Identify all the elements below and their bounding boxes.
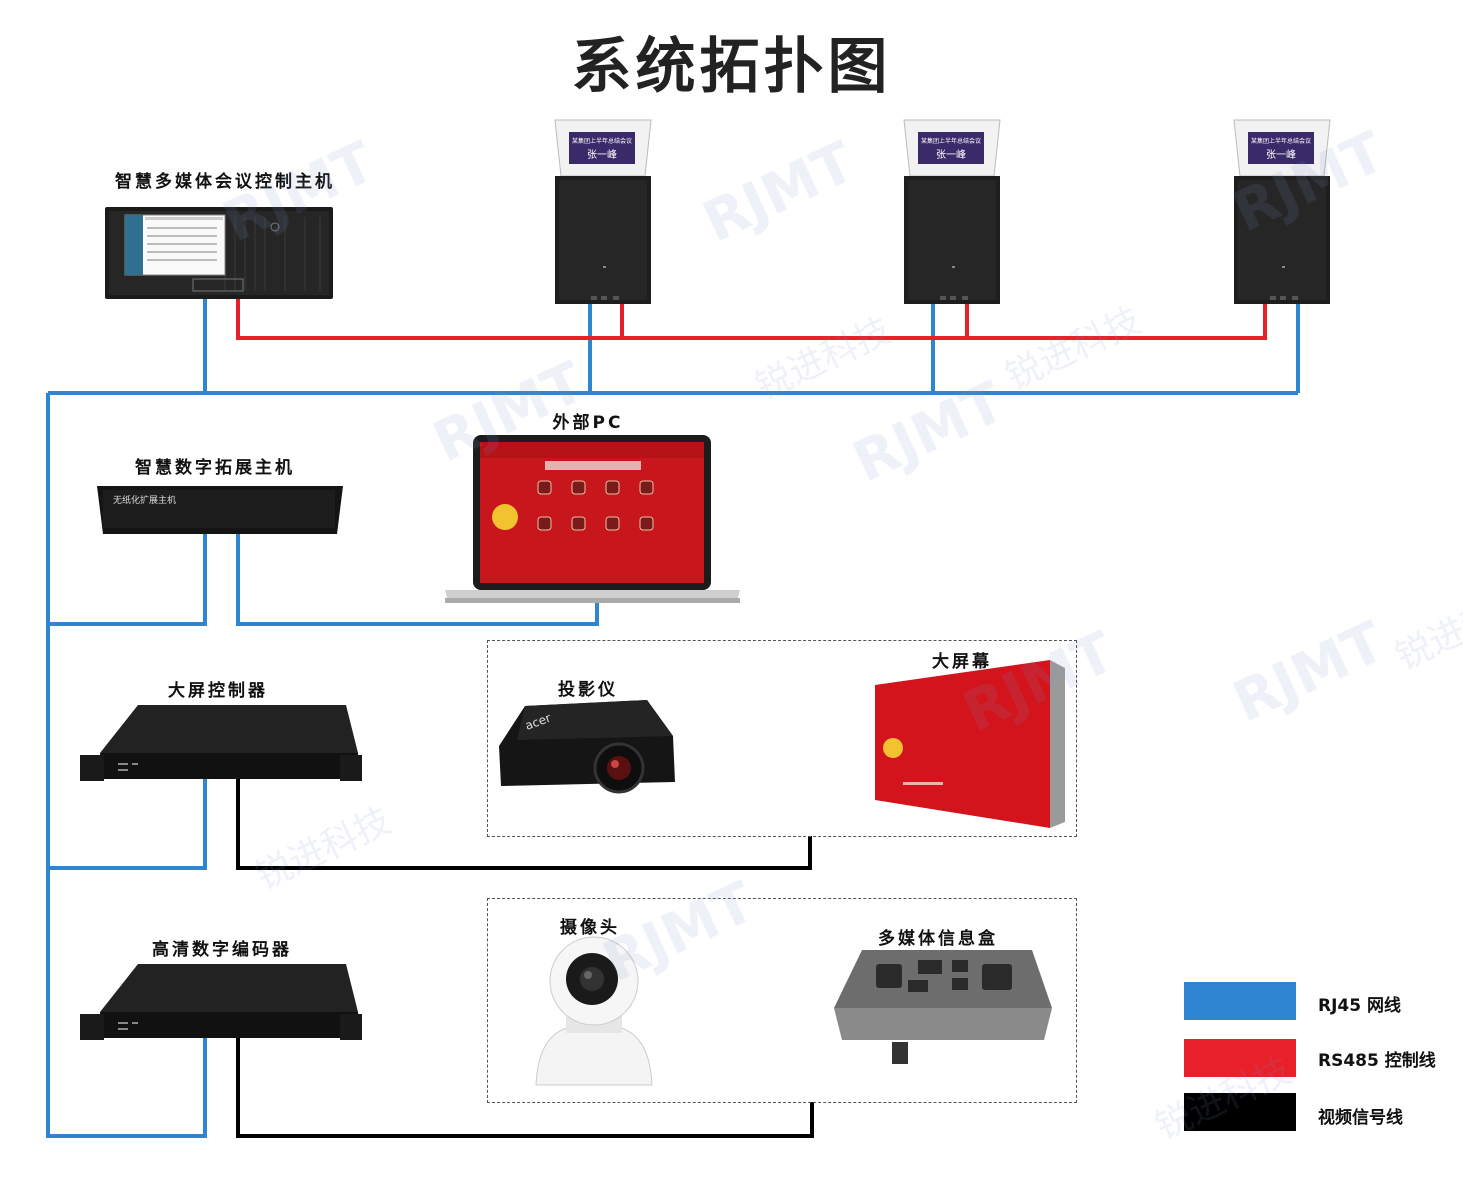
expansion-host-label: 智慧数字拓展主机: [135, 458, 295, 478]
terminal-1-line2: 张一峰: [587, 149, 617, 161]
expansion-host-device: 无纸化扩展主机: [97, 486, 343, 534]
legend-label-rj45: RJ45 网线: [1318, 996, 1401, 1016]
camera-label: 摄像头: [560, 918, 620, 938]
big-screen-device: [875, 660, 1070, 830]
encoder-device: [78, 962, 363, 1044]
media-box-device: [832, 950, 1054, 1072]
terminal-2-line2: 张一峰: [936, 149, 966, 161]
rj45-lines: [46, 296, 1300, 1138]
external-pc-label: 外部PC: [552, 413, 624, 433]
paperless-terminal-2: 某集团上半年总结会议 张一峰: [902, 118, 1002, 308]
rs485-lines: [236, 296, 1267, 340]
legend-swatch-rs485: [1184, 1039, 1296, 1077]
encoder-label: 高清数字编码器: [152, 940, 292, 960]
screen-controller-label: 大屏控制器: [168, 681, 268, 701]
capture-group-box: [487, 898, 1077, 1103]
control-host-device: [105, 207, 333, 299]
projector-device: acer: [497, 700, 679, 796]
projector-label: 投影仪: [558, 680, 618, 700]
screen-controller-device: [78, 703, 363, 785]
external-pc-laptop: [445, 435, 740, 605]
media-box-label: 多媒体信息盒: [878, 929, 998, 949]
page-title: 系统拓扑图: [571, 32, 892, 102]
legend-swatch-video: [1184, 1093, 1296, 1131]
video-lines: [236, 775, 814, 1138]
big-screen-label: 大屏幕: [932, 652, 992, 672]
terminal-3-line1: 某集团上半年总结会议: [1251, 137, 1311, 145]
expansion-host-panel-text: 无纸化扩展主机: [113, 494, 176, 506]
paperless-terminal-3: 某集团上半年总结会议 张一峰: [1232, 118, 1332, 308]
paperless-terminal-1: 某集团上半年总结会议 张一峰: [553, 118, 653, 308]
legend-label-rs485: RS485 控制线: [1318, 1051, 1436, 1071]
terminal-3-line2: 张一峰: [1266, 149, 1296, 161]
legend-swatch-rj45: [1184, 982, 1296, 1020]
legend-label-video: 视频信号线: [1318, 1108, 1403, 1128]
control-host-label: 智慧多媒体会议控制主机: [115, 172, 335, 192]
camera-device: [530, 935, 658, 1093]
display-group-box: [487, 640, 1077, 837]
terminal-1-line1: 某集团上半年总结会议: [572, 137, 632, 145]
terminal-2-line1: 某集团上半年总结会议: [921, 137, 981, 145]
